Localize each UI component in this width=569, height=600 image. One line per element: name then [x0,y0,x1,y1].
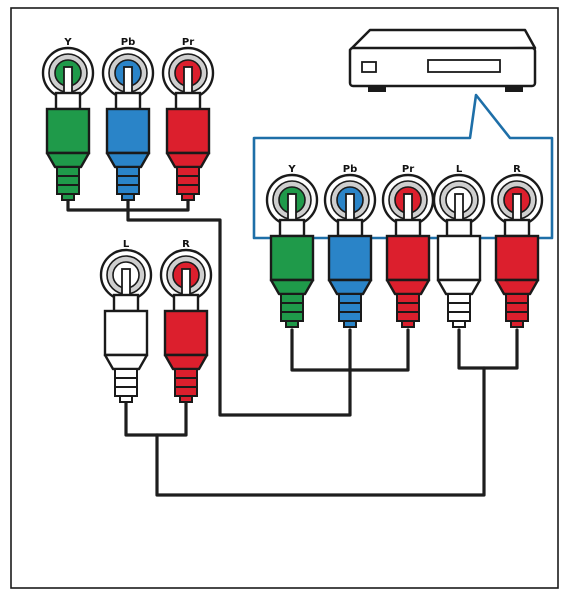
red-rca-plug-icon: R [490,164,544,328]
green-rca-plug-icon: Y [41,37,95,201]
device-box-icon [348,28,537,92]
connector-label: Pb [343,164,358,175]
connector-label: Y [63,37,72,48]
white-rca-plug-icon: L [99,239,153,403]
blue-rca-plug-icon: Pb [323,164,377,328]
connector-label: L [123,239,130,250]
blue-rca-plug-icon: Pb [101,37,155,201]
connector-label: Y [287,164,296,175]
video-plugs-top-left: Y Pb Pr [41,37,215,201]
white-rca-plug-icon: L [432,164,486,328]
connector-label: Pb [121,37,136,48]
audio-cable [155,366,486,497]
video-cable [126,188,352,417]
connector-label: L [456,164,463,175]
connector-label: Pr [182,37,194,48]
audio-cable-left-bundle [124,396,188,437]
connector-label: R [513,164,521,175]
cable-group [66,188,519,497]
green-rca-plug-icon: Y [265,164,319,328]
audio-cable-right-bundle [457,328,519,370]
red-rca-plug-icon: R [159,239,213,403]
connector-label: R [182,239,190,250]
diagram-frame [10,7,559,589]
red-rca-plug-icon: Pr [381,164,435,328]
device-plugs: Y Pb Pr L R [265,164,544,328]
connector-label: Pr [402,164,414,175]
red-rca-plug-icon: Pr [161,37,215,201]
video-cable-right-bundle [290,328,410,372]
